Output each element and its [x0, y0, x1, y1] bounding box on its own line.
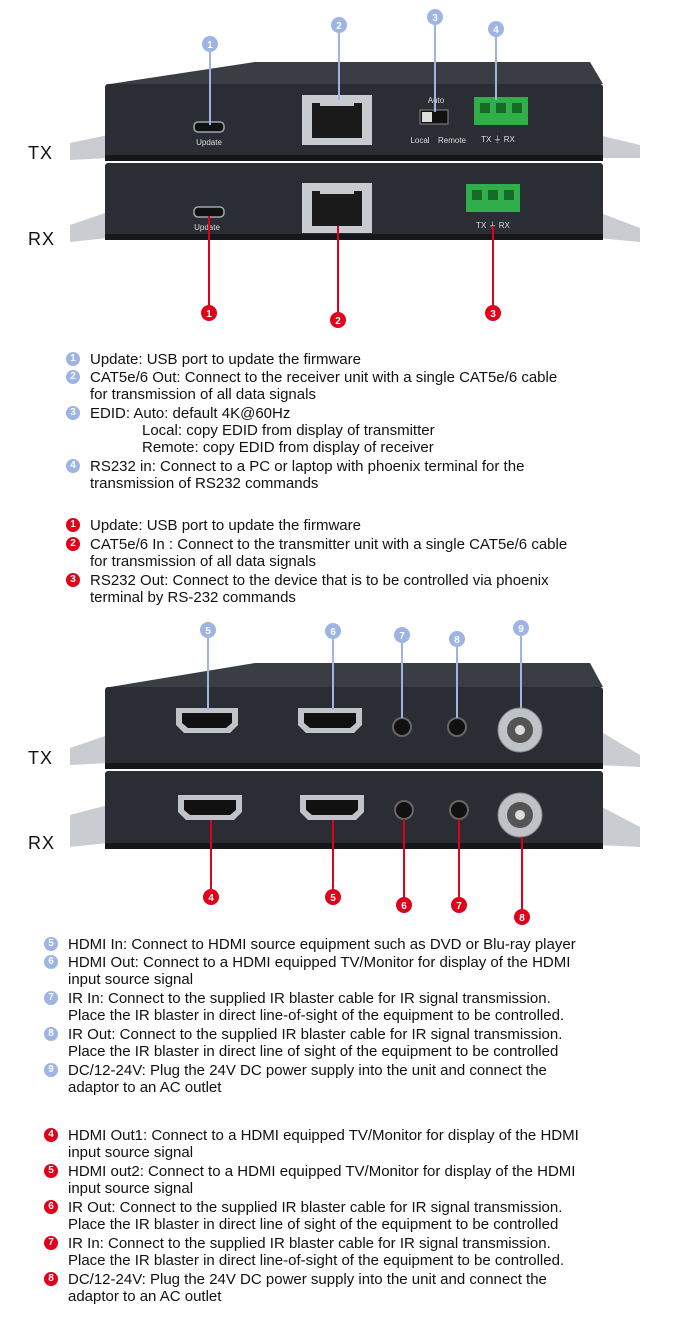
svg-text:4: 4: [208, 893, 214, 904]
svg-text:1: 1: [206, 309, 212, 320]
red-badge: 7: [44, 1236, 58, 1250]
svg-text:6: 6: [401, 901, 407, 912]
blue-badge: 3: [66, 406, 80, 420]
red-badge-6: 6: [396, 897, 412, 913]
callout-lines-red: [208, 216, 494, 312]
svg-text:8: 8: [519, 913, 525, 924]
red-badge: 5: [44, 1164, 58, 1178]
svg-text:6: 6: [330, 627, 336, 638]
red-badge: 6: [44, 1200, 58, 1214]
red-badge: 4: [44, 1128, 58, 1142]
top-device-figure: Update Update Auto Local Remote TX ⏚ RX …: [70, 9, 640, 328]
ir-out-jack-tx: [447, 717, 467, 737]
blue-badge: 8: [44, 1027, 58, 1041]
ir-in-jack-rx: [449, 800, 469, 820]
blue-badge-7: 7: [394, 627, 410, 643]
red-badge-8: 8: [514, 909, 530, 925]
red-badge: 3: [66, 573, 80, 587]
svg-text:7: 7: [399, 631, 405, 642]
blue-badge: 9: [44, 1063, 58, 1077]
tx-label-top: TX: [28, 143, 54, 163]
bottom-device-figure: 5 6 7 8 9 4 5 6 7 8: [70, 620, 640, 925]
hdmi-out1-port-rx: [178, 795, 242, 820]
callout-lines-blue-bottom: [207, 636, 522, 718]
txrx-label-rx: TX ⏚ RX: [476, 221, 510, 230]
red-badge-3: 3: [485, 305, 501, 321]
tx-label-bottom: TX: [28, 748, 54, 768]
callout-lines-red-bottom: [210, 819, 523, 909]
phoenix-terminal-rx: [466, 184, 520, 212]
svg-text:2: 2: [335, 316, 341, 327]
red-badge-4: 4: [203, 889, 219, 905]
red-badge: 8: [44, 1272, 58, 1286]
phoenix-terminal-tx: [474, 97, 528, 125]
txrx-label-tx: TX ⏚ RX: [481, 135, 515, 144]
rx-label-top: RX: [28, 229, 56, 249]
dc-jack-tx: [497, 707, 543, 753]
blue-badge-1: 1: [202, 36, 218, 52]
blue-badge-9: 9: [513, 620, 529, 636]
svg-text:9: 9: [518, 624, 524, 635]
hdmi-out2-port-rx: [300, 795, 364, 820]
callout-lines-blue: [209, 25, 497, 125]
blue-badge: 2: [66, 370, 80, 384]
blue-badge: 4: [66, 459, 80, 473]
blue-badge-3: 3: [427, 9, 443, 25]
red-badge-5: 5: [325, 889, 341, 905]
remote-label: Remote: [438, 136, 467, 145]
red-badge: 2: [66, 537, 80, 551]
ir-in-jack-tx: [392, 717, 412, 737]
svg-text:2: 2: [336, 21, 342, 32]
svg-text:7: 7: [456, 901, 462, 912]
svg-text:5: 5: [205, 626, 211, 637]
hdmi-in-port-tx: [176, 708, 238, 733]
blue-badge-5: 5: [200, 622, 216, 638]
svg-text:1: 1: [207, 40, 213, 51]
blue-badge-6: 6: [325, 623, 341, 639]
rj45-port-tx: [302, 95, 372, 145]
blue-badge: 7: [44, 991, 58, 1005]
blue-badge: 1: [66, 352, 80, 366]
rx-label-bottom: RX: [28, 833, 56, 853]
blue-badge: 6: [44, 955, 58, 969]
update-label-tx: Update: [196, 138, 222, 147]
red-badge-1: 1: [201, 305, 217, 321]
blue-badge-8: 8: [449, 631, 465, 647]
ir-out-jack-rx: [394, 800, 414, 820]
svg-text:8: 8: [454, 635, 460, 646]
usb-port-rx: [193, 206, 225, 218]
svg-text:4: 4: [493, 25, 499, 36]
rj45-port-rx: [302, 183, 372, 233]
update-label-rx: Update: [194, 223, 220, 232]
hdmi-out-port-tx: [298, 708, 362, 733]
blue-badge-4: 4: [488, 21, 504, 37]
dc-jack-rx: [497, 792, 543, 838]
local-label: Local: [410, 136, 429, 145]
blue-badge: 5: [44, 937, 58, 951]
red-badge-2: 2: [330, 312, 346, 328]
red-badge: 1: [66, 518, 80, 532]
red-badge-7: 7: [451, 897, 467, 913]
svg-text:3: 3: [432, 13, 438, 24]
svg-text:5: 5: [330, 893, 336, 904]
svg-text:3: 3: [490, 309, 496, 320]
blue-badge-2: 2: [331, 17, 347, 33]
auto-label: Auto: [428, 96, 445, 105]
